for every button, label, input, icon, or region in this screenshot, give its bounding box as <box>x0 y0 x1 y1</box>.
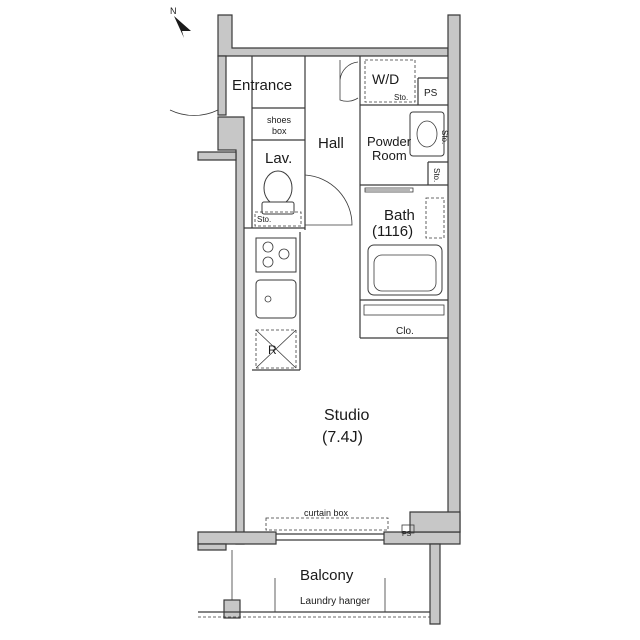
lav-label: Lav. <box>265 150 292 167</box>
ps-top-label: PS <box>424 88 438 99</box>
powder-room-label-1: Powder <box>367 134 412 149</box>
clo-label: Clo. <box>396 326 414 337</box>
toilet-icon <box>263 170 293 206</box>
bath-label-1: Bath <box>384 207 415 224</box>
entrance-label: Entrance <box>232 77 292 94</box>
interior-walls <box>244 56 448 371</box>
laundry-hanger-label: Laundry hanger <box>300 596 371 607</box>
stove-icon <box>255 237 297 273</box>
hall-label: Hall <box>318 135 344 152</box>
doors <box>169 56 414 226</box>
entrance-door-icon <box>169 56 219 116</box>
shoes-box-label-1: shoes <box>267 115 292 125</box>
washer-dryer-space <box>364 59 416 103</box>
powder-room-label-2: Room <box>372 148 407 163</box>
compass: N <box>170 6 191 38</box>
kitchen-sink-icon <box>255 279 297 319</box>
closet-shelf <box>363 304 445 316</box>
sto-lav-label: Sto. <box>257 215 271 224</box>
hall-door-icon <box>304 174 353 226</box>
bath-label-2: (1116) <box>372 223 413 240</box>
studio-label-1: Studio <box>324 407 369 424</box>
room-labels: Entrance W/D PS Sto. shoes box Hall Powd… <box>232 71 449 607</box>
compass-north-label: N <box>170 6 177 16</box>
sto-powder-label: Sto. <box>440 130 449 144</box>
sto-wd-label: Sto. <box>394 93 408 102</box>
fixtures <box>198 59 445 619</box>
bathtub-icon <box>367 244 443 296</box>
wd-label: W/D <box>372 71 399 87</box>
powder-sink-icon <box>409 111 445 157</box>
studio-label-2: (7.4J) <box>322 429 363 446</box>
sto-right-label: Sto. <box>432 168 441 182</box>
balcony-label: Balcony <box>300 567 354 584</box>
shoes-box-label-2: box <box>272 126 287 136</box>
ps-bottom-label: PS <box>402 531 412 538</box>
curtain-box <box>265 517 389 531</box>
walls <box>197 14 461 625</box>
curtain-box-label: curtain box <box>304 508 349 518</box>
north-arrow-icon <box>174 16 191 38</box>
refrigerator-space <box>255 329 297 369</box>
balcony-drain <box>223 599 241 619</box>
refrigerator-label: R <box>268 343 277 357</box>
